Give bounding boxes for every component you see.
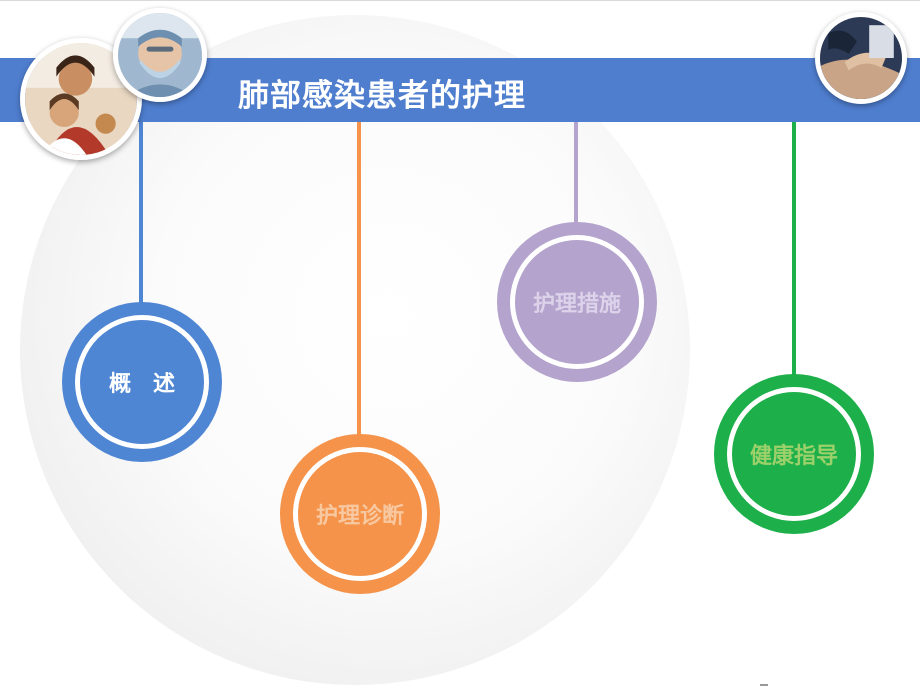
node-guidance[interactable]: 健康指导 xyxy=(714,374,874,534)
node-overview-label: 概 述 xyxy=(108,372,175,397)
stem-guidance xyxy=(792,120,796,382)
node-measures-label: 护理措施 xyxy=(532,292,621,317)
surgeon-photo xyxy=(113,8,207,102)
bottom-mark xyxy=(760,684,768,686)
node-overview-inner: 概 述 xyxy=(75,315,209,449)
caregiver-hands-photo xyxy=(815,12,907,104)
node-diagnosis[interactable]: 护理诊断 xyxy=(280,434,440,594)
node-diagnosis-inner: 护理诊断 xyxy=(293,447,427,581)
stem-diagnosis xyxy=(357,120,361,440)
node-overview[interactable]: 概 述 xyxy=(62,302,222,462)
slide-title: 肺部感染患者的护理 xyxy=(238,78,526,114)
node-guidance-inner: 健康指导 xyxy=(727,387,861,521)
top-divider xyxy=(0,0,920,1)
stem-measures xyxy=(574,120,578,230)
node-measures-inner: 护理措施 xyxy=(510,235,644,369)
surgeon-mask-photo-icon xyxy=(118,13,202,97)
node-diagnosis-label: 护理诊断 xyxy=(315,504,404,529)
care-hands-photo-icon xyxy=(820,17,902,99)
stem-overview xyxy=(139,120,143,310)
node-guidance-label: 健康指导 xyxy=(749,444,838,469)
node-measures[interactable]: 护理措施 xyxy=(497,222,657,382)
